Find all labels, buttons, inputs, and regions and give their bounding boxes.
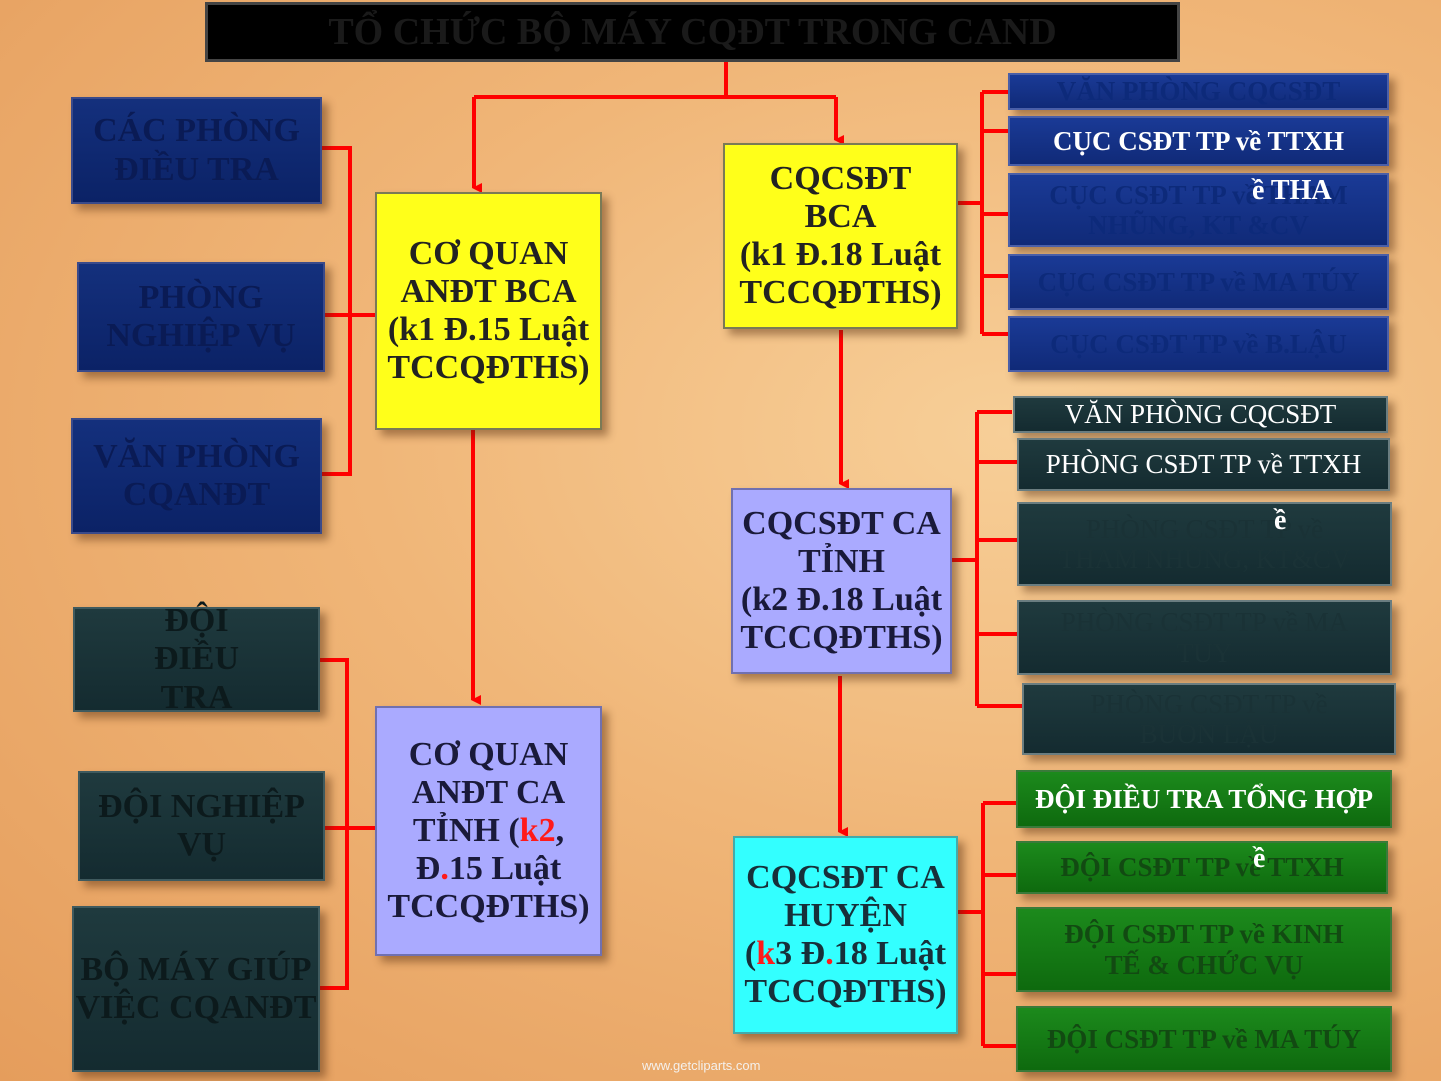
cac-phong-dieu-tra-box: CÁC PHÒNG ĐIỀU TRA <box>71 97 322 204</box>
bca-overlay-text: ề THA <box>1252 175 1332 206</box>
bca-cuc-buon-lau-box: CỤC CSĐT TP về B.LẬU <box>1008 316 1389 372</box>
tinh-phong-ma-tuy-box: PHÒNG CSĐT TP về MA TÚY <box>1017 600 1392 675</box>
bca-cuc-ttxh-box: CỤC CSĐT TP về TTXH <box>1008 116 1389 166</box>
andt-tinh-line-4: Đ.15 Luật <box>416 850 561 888</box>
cqcsdt-huyen-line-3-post: 18 Luật <box>833 935 947 972</box>
tinh-overlay-text: ề <box>1274 505 1287 536</box>
bracket-left-top <box>322 146 377 476</box>
cqcsdt-tinh-line-2: TỈNH <box>798 542 885 580</box>
bracket-left-bottom <box>320 658 377 990</box>
phong-nghiep-vu-label: PHÒNG NGHIỆP VỤ <box>106 278 296 354</box>
cac-phong-dieu-tra-label: CÁC PHÒNG ĐIỀU TRA <box>93 112 300 188</box>
andt-bca-line-2: ANĐT BCA <box>400 272 577 310</box>
cqcsdt-huyen-k-highlight: k <box>756 935 776 972</box>
tinh-phong-ma-tuy-label: PHÒNG CSĐT TP về MA TÚY <box>1060 607 1349 668</box>
huyen-doi-ttxh-label: ĐỘI CSĐT TP về TTXH <box>1060 852 1344 883</box>
cqcsdt-tinh-line-4: TCCQĐTHS) <box>740 619 943 657</box>
bca-van-phong-cqcsdt-box: VĂN PHÒNG CQCSĐT <box>1008 73 1389 110</box>
andt-tinh-line-1: CƠ QUAN <box>408 735 569 773</box>
cqcsdt-huyen-line-2: HUYỆN <box>784 896 907 934</box>
andt-tinh-line-4-pre: Đ <box>415 850 441 888</box>
andt-tinh-line-4-post: 15 Luật <box>448 850 562 888</box>
andt-tinh-line-5: TCCQĐTHS) <box>387 888 590 926</box>
huyen-doi-kinh-te-label: ĐỘI CSĐT TP về KINH TẾ & CHỨC VỤ <box>1064 919 1344 980</box>
tinh-phong-ttxh-box: PHÒNG CSĐT TP về TTXH <box>1017 438 1390 491</box>
bca-cuc-tham-nhung-label: CỤC CSĐT TP về THAM NHŨNG, KT &CV <box>1049 179 1348 240</box>
bracket-right-bottom <box>958 801 1016 1048</box>
bca-cuc-tham-nhung-box: CỤC CSĐT TP về THAM NHŨNG, KT &CV <box>1008 173 1389 247</box>
bracket-right-middle <box>952 410 1022 708</box>
andt-tinh-line-3-pre: TỈNH ( <box>412 811 520 849</box>
huyen-doi-ma-tuy-box: ĐỘI CSĐT TP về MA TÚY <box>1016 1006 1392 1072</box>
tinh-phong-buon-lau-label: PHÒNG CSĐT TP về BUÔN LẬU <box>1090 688 1328 749</box>
bca-cuc-ttxh-label: CỤC CSĐT TP về TTXH <box>1052 125 1345 156</box>
phong-nghiep-vu-box: PHÒNG NGHIỆP VỤ <box>77 262 325 372</box>
doi-nghiep-vu-box: ĐỘI NGHIỆP VỤ <box>78 771 325 881</box>
bca-cuc-buon-lau-label: CỤC CSĐT TP về B.LẬU <box>1050 328 1347 359</box>
andt-bca-line-4: TCCQĐTHS) <box>387 349 590 387</box>
bo-may-giup-viec-label: BỘ MÁY GIÚP VIỆC CQANĐT <box>75 950 317 1026</box>
andt-tinh-line-3: TỈNH (k2, <box>413 812 564 850</box>
cqcsdt-bca-line-1: CQCSĐT <box>769 159 912 197</box>
cqcsdt-bca-line-4: TCCQĐTHS) <box>739 274 942 312</box>
cqcsdt-bca-box: CQCSĐT BCA (k1 Đ.18 Luật TCCQĐTHS) <box>723 143 958 329</box>
doi-nghiep-vu-label: ĐỘI NGHIỆP VỤ <box>98 787 305 863</box>
andt-tinh-line-3-post: , <box>555 811 565 849</box>
co-quan-andt-ca-tinh-box: CƠ QUAN ANĐT CA TỈNH (k2, Đ.15 Luật TCCQ… <box>375 706 602 956</box>
huyen-doi-tong-hop-box: ĐỘI ĐIỀU TRA TỔNG HỢP <box>1016 770 1392 828</box>
tinh-phong-buon-lau-box: PHÒNG CSĐT TP về BUÔN LẬU <box>1022 683 1396 755</box>
bca-cuc-ma-tuy-box: CỤC CSĐT TP về MA TÚY <box>1008 254 1389 310</box>
cqcsdt-bca-line-2: BCA <box>804 197 877 235</box>
bo-may-giup-viec-box: BỘ MÁY GIÚP VIỆC CQANĐT <box>72 906 320 1072</box>
cqcsdt-tinh-line-1: CQCSĐT CA <box>742 504 941 542</box>
huyen-overlay-text: ề <box>1253 843 1266 874</box>
watermark-text: www.getcliparts.com <box>642 1058 761 1073</box>
bca-van-phong-cqcsdt-label: VĂN PHÒNG CQCSĐT <box>1056 76 1341 107</box>
huyen-doi-tong-hop-label: ĐỘI ĐIỀU TRA TỔNG HỢP <box>1034 783 1374 814</box>
tinh-phong-tham-nhung-box: PHÒNG CSĐT TP về THAM NHŨNG, KT&CV <box>1017 502 1392 586</box>
tinh-phong-ttxh-label: PHÒNG CSĐT TP về TTXH <box>1045 449 1362 480</box>
tinh-van-phong-cqcsdt-label: VĂN PHÒNG CQCSĐT <box>1064 399 1337 430</box>
cqcsdt-huyen-line-3-mid: 3 Đ <box>775 935 826 972</box>
andt-bca-line-1: CƠ QUAN <box>408 234 569 272</box>
co-quan-andt-bca-box: CƠ QUAN ANĐT BCA (k1 Đ.15 Luật TCCQĐTHS) <box>375 192 602 430</box>
tinh-van-phong-cqcsdt-box: VĂN PHÒNG CQCSĐT <box>1013 396 1388 433</box>
andt-bca-line-3: (k1 Đ.15 Luật <box>387 311 590 348</box>
doi-dieu-tra-label: ĐỘI ĐIỀU TRA <box>153 602 240 716</box>
andt-tinh-dot-highlight: . <box>440 850 449 888</box>
van-phong-cqandt-box: VĂN PHÒNG CQANĐT <box>71 418 322 534</box>
cqcsdt-huyen-line-3-pre: ( <box>744 935 757 972</box>
cqcsdt-huyen-dot-highlight: . <box>825 935 834 972</box>
andt-tinh-line-2: ANĐT CA <box>411 773 566 811</box>
huyen-doi-ttxh-box: ĐỘI CSĐT TP về TTXH <box>1016 841 1388 894</box>
cqcsdt-ca-tinh-box: CQCSĐT CA TỈNH (k2 Đ.18 Luật TCCQĐTHS) <box>731 488 952 674</box>
huyen-doi-ma-tuy-label: ĐỘI CSĐT TP về MA TÚY <box>1046 1023 1362 1054</box>
cqcsdt-huyen-line-1: CQCSĐT CA <box>746 858 945 896</box>
andt-tinh-k2-highlight: k2 <box>519 811 556 849</box>
cqcsdt-ca-huyen-box: CQCSĐT CA HUYỆN (k3 Đ.18 Luật TCCQĐTHS) <box>733 836 958 1034</box>
tinh-phong-tham-nhung-label: PHÒNG CSĐT TP về THAM NHŨNG, KT&CV <box>1058 513 1351 574</box>
cqcsdt-bca-line-3: (k1 Đ.18 Luật <box>739 236 942 273</box>
diagram-title: TỔ CHỨC BỘ MÁY CQĐT TRONG CAND <box>205 2 1180 62</box>
huyen-doi-kinh-te-box: ĐỘI CSĐT TP về KINH TẾ & CHỨC VỤ <box>1016 907 1392 992</box>
bracket-right-top <box>958 90 1008 336</box>
cqcsdt-tinh-line-3: (k2 Đ.18 Luật <box>740 581 943 618</box>
bca-cuc-ma-tuy-label: CỤC CSĐT TP về MA TÚY <box>1037 266 1360 297</box>
doi-dieu-tra-box: ĐỘI ĐIỀU TRA <box>73 602 320 716</box>
cqcsdt-huyen-line-4: TCCQĐTHS) <box>744 973 947 1011</box>
van-phong-cqandt-label: VĂN PHÒNG CQANĐT <box>93 437 300 513</box>
cqcsdt-huyen-line-3: (k3 Đ.18 Luật <box>745 935 946 973</box>
